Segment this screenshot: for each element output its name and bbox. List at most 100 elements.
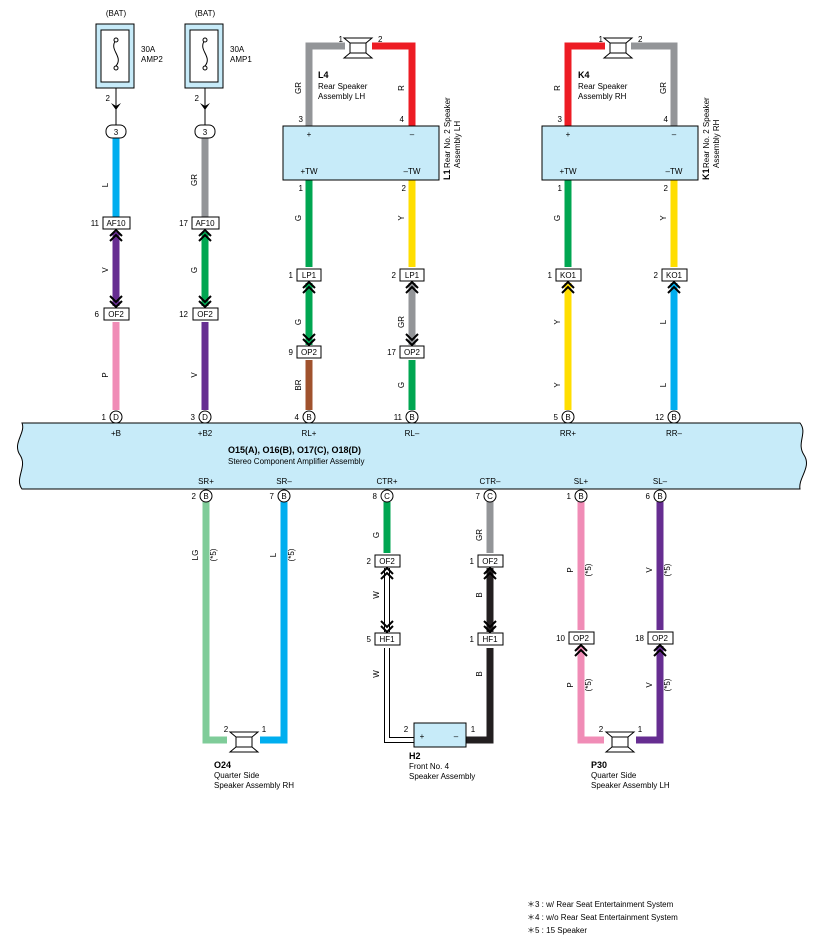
svg-text:(*5): (*5) (209, 548, 218, 561)
wire-ctr-plus-w2 (384, 648, 414, 743)
svg-text:GR: GR (397, 316, 406, 328)
l1-top-right-pin: 4 (400, 115, 405, 124)
svg-text:G: G (294, 215, 303, 221)
k4-name1: Rear Speaker (578, 82, 628, 91)
svg-text:D: D (113, 413, 119, 422)
svg-text:17: 17 (387, 348, 396, 357)
amp-terminal-b-plus: D 1 +B (102, 410, 123, 438)
speaker-h2: + – 2 1 H2 Front No. 4 Speaker Assembly (404, 722, 476, 781)
fuse-amp1-name: AMP1 (230, 55, 252, 64)
connector-lp1-col4: LP1 2 (392, 268, 425, 294)
svg-text:B: B (203, 492, 208, 501)
svg-text:KO1: KO1 (560, 271, 577, 280)
svg-text:1: 1 (470, 557, 475, 566)
k1-plus: + (566, 130, 571, 139)
amp-terminal-rl-minus: B 11 RL– (394, 410, 420, 438)
l4-pin1: 1 (339, 35, 344, 44)
svg-text:Y: Y (397, 215, 406, 221)
svg-text:11: 11 (91, 219, 100, 228)
svg-text:R: R (397, 85, 406, 91)
svg-text:B: B (281, 492, 286, 501)
k4-code: K4 (578, 70, 590, 80)
connector-of2-col2: OF2 12 (179, 295, 219, 321)
svg-text:GR: GR (294, 82, 303, 94)
svg-text:G: G (372, 532, 381, 538)
svg-text:GR: GR (190, 174, 199, 186)
svg-text:SR–: SR– (276, 477, 292, 486)
svg-text:3: 3 (191, 413, 196, 422)
wire-l4-gr (305, 42, 345, 126)
svg-text:11: 11 (394, 413, 403, 422)
fuse-amp2-rating: 30A (141, 45, 156, 54)
l1-plus: + (307, 130, 312, 139)
k1-code: K1 (701, 168, 711, 180)
l1-line1: Rear No. 2 Speaker (443, 97, 452, 168)
box-k1: 3 4 + – +TW –TW 1 2 K1 Rear No. 2 Speake… (541, 97, 721, 193)
svg-text:10: 10 (556, 634, 565, 643)
svg-text:G: G (294, 319, 303, 325)
svg-text:OP2: OP2 (652, 634, 669, 643)
svg-text:RR–: RR– (666, 429, 683, 438)
wires (112, 42, 678, 744)
svg-text:BR: BR (294, 379, 303, 390)
svg-text:(*5): (*5) (663, 563, 672, 576)
svg-text:6: 6 (646, 492, 651, 501)
note-5: ＊5 : 15 Speaker (527, 926, 587, 935)
svg-text:RL–: RL– (405, 429, 420, 438)
l1-tw-minus: –TW (404, 167, 421, 176)
wire-sr-plus-lg (202, 502, 227, 744)
k1-bot-left-pin: 1 (558, 184, 563, 193)
svg-text:12: 12 (179, 310, 188, 319)
svg-text:9: 9 (289, 348, 294, 357)
amp-terminal-rl-plus: B 4 RL+ (295, 410, 317, 438)
connector-of2-ctr-minus: OF2 1 (470, 554, 504, 580)
svg-text:OF2: OF2 (197, 310, 213, 319)
svg-text:W: W (372, 591, 381, 599)
svg-text:2: 2 (654, 271, 659, 280)
fuse-amp2-pin: 2 (106, 94, 111, 103)
fuse-amp2: (BAT) 30A AMP2 2 3 (95, 9, 163, 139)
svg-text:B: B (409, 413, 414, 422)
connector-af10-col1: AF10 11 (91, 216, 131, 242)
footnotes: ＊3 : w/ Rear Seat Entertainment System ＊… (527, 900, 678, 935)
amp-terminal-sl-minus: SL– B 6 (646, 477, 668, 503)
svg-text:P: P (566, 682, 575, 687)
svg-text:P: P (566, 567, 575, 572)
k1-minus: – (672, 130, 677, 139)
speaker-l4: 1 2 L4 Rear Speaker Assembly LH (318, 35, 383, 101)
k1-line2: Assembly RH (712, 119, 721, 168)
svg-text:OF2: OF2 (108, 310, 124, 319)
note-4: ＊4 : w/o Rear Seat Entertainment System (527, 913, 678, 922)
connector-hf1-ctr-minus: HF1 1 (470, 620, 504, 646)
svg-text:1: 1 (102, 413, 107, 422)
svg-text:B: B (657, 492, 662, 501)
amplifier-subtitle: Stereo Component Amplifier Assembly (228, 457, 365, 466)
h2-code: H2 (409, 751, 421, 761)
box-l1: 3 4 + – +TW –TW 1 2 L1 Rear No. 2 Speake… (282, 97, 462, 193)
svg-text:V: V (645, 682, 654, 688)
svg-text:6: 6 (95, 310, 100, 319)
svg-text:V: V (101, 267, 110, 273)
svg-text:KO1: KO1 (666, 271, 683, 280)
svg-text:B: B (475, 671, 484, 676)
connector-ko1-col6: KO1 2 (654, 268, 688, 294)
wire-sl-plus-p2 (577, 646, 604, 744)
connector-op2-col4: OP2 17 (387, 333, 425, 359)
connector-ko1-col5: KO1 1 (548, 268, 582, 294)
svg-text:V: V (645, 567, 654, 573)
svg-text:1: 1 (470, 635, 475, 644)
svg-text:Speaker Assembly: Speaker Assembly (409, 772, 475, 781)
svg-text:SL–: SL– (653, 477, 668, 486)
inline-connectors-bottom: OF2 2 OF2 1 HF1 5 HF1 1 OP2 10 (367, 554, 674, 657)
svg-text:G: G (397, 382, 406, 388)
svg-text:8: 8 (373, 492, 378, 501)
wire-sl-minus-v2 (636, 646, 664, 744)
amp-terminal-sr-minus: SR– B 7 (270, 477, 292, 503)
wire-l4-r (372, 42, 416, 126)
fuse-amp2-bat: (BAT) (106, 9, 127, 18)
svg-text:+: + (420, 732, 425, 741)
k4-name2: Assembly RH (578, 92, 627, 101)
svg-text:LG: LG (191, 550, 200, 561)
svg-text:(*5): (*5) (584, 678, 593, 691)
